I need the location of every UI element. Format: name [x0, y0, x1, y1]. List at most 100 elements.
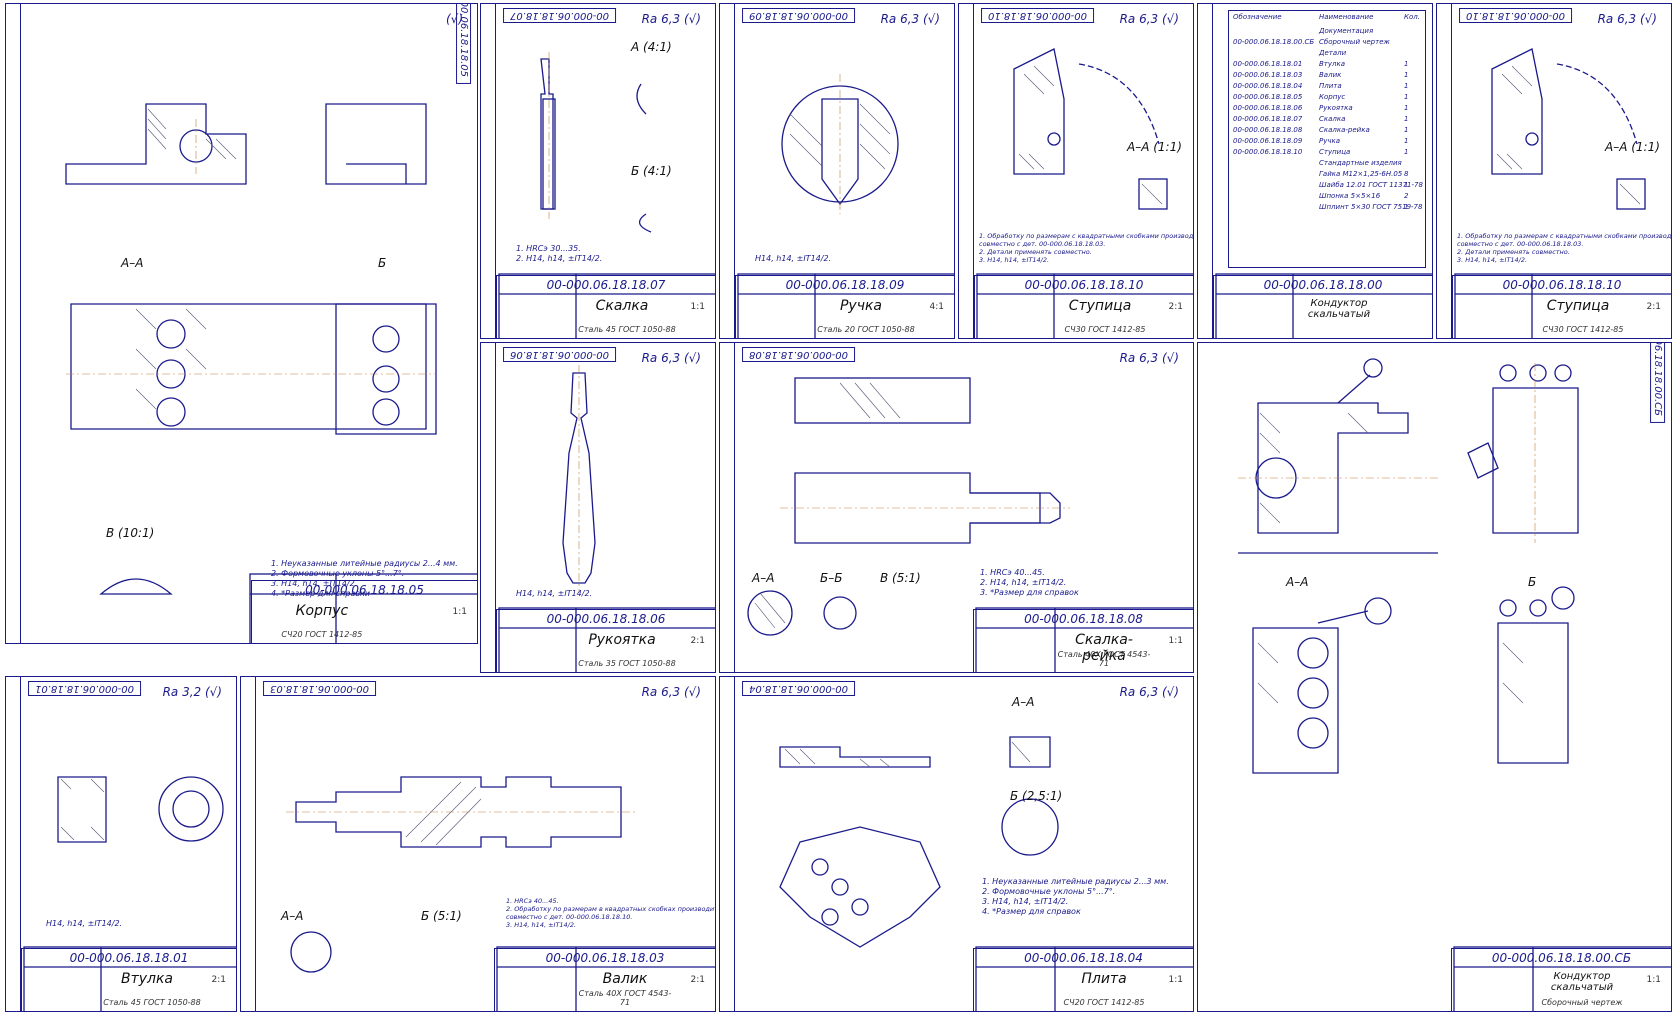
side-strip [720, 343, 735, 672]
bom-cell: Шайба 12.01 ГОСТ 11371-78 [1319, 181, 1423, 189]
tech-notes: 1. Обработку по размерам с квадратными с… [1457, 232, 1672, 264]
roughness-mark: Ra 6,3 (√) [1597, 12, 1657, 26]
bom-row: 00-000.06.18.18.07 Скалка 1 [1229, 115, 1425, 125]
title-block: 00-000.06.18.18.06 Рукоятка Сталь 35 ГОС… [496, 609, 715, 672]
scale: 2:1 [690, 975, 705, 985]
bom-cell: Скалка [1319, 115, 1346, 123]
material: СЧ20 ГОСТ 1412-85 [1063, 998, 1145, 1007]
scale: 2:1 [1168, 302, 1183, 312]
sheet-valik: 00-000.06.18.18.03 Ra 6,3 (√) А–А Б (5:1… [240, 676, 716, 1012]
tech-notes: 1. HRCэ 40...45. 2. Обработку по размера… [506, 897, 715, 929]
sheet-specification: Обозначение Наименование Кол. Документация 0… [1197, 3, 1433, 339]
stupitsa-drawing [976, 48, 1193, 338]
drawing-code: 00-000.06.18.18.05 [305, 583, 424, 597]
bom-cell: Корпус [1319, 93, 1346, 101]
vtulka-drawing [23, 776, 236, 1011]
view-label-b: Б [378, 256, 387, 270]
sheet-korpus: 00-000.06.18.18.05 (√) А–А Б В (10:1) 1.… [5, 3, 478, 644]
tech-notes: 1. HRCэ 30...35. 2. Н14, h14, ±IT14/2. [516, 244, 603, 263]
part-name: Корпус [295, 603, 349, 619]
roughness-mark: Ra 6,3 (√) [880, 12, 940, 26]
drawing-code: 00-000.06.18.18.06 [546, 612, 666, 626]
material: Сталь 40Х ГОСТ 4543-71 [1057, 650, 1151, 668]
bom-cell: Стандартные изделия [1319, 159, 1402, 167]
scale: 1:1 [1168, 636, 1183, 646]
spec-frame [1215, 273, 1432, 338]
sheet-stupitsa-1: 00-000.06.18.18.10 Ra 6,3 (√) А–А (1:1) … [958, 3, 1194, 339]
bom-header-cell: Наименование [1319, 13, 1374, 21]
bom-cell: 2 [1404, 192, 1409, 200]
side-strip [481, 4, 496, 338]
drawing-code: 00-000.06.18.18.00.СБ [1491, 951, 1632, 965]
view-label-b: Б (2,5:1) [1010, 789, 1063, 803]
roughness-mark: Ra 6,3 (√) [641, 12, 701, 26]
bom-header-cell: Обозначение [1233, 13, 1282, 21]
bom-cell: 00-000.06.18.18.03 [1233, 71, 1303, 79]
side-strip [241, 677, 256, 1011]
part-name: Ступица [1068, 298, 1132, 314]
roughness-mark: Ra 6,3 (√) [1119, 351, 1179, 365]
korpus-drawing [65, 103, 477, 643]
sheet-stupitsa-2: 00-000.06.18.18.10 Ra 6,3 (√) А–А (1:1) … [1436, 3, 1672, 339]
title-block: 00-000.06.18.18.04 Плита СЧ20 ГОСТ 1412-… [973, 948, 1193, 1011]
bom-table: Обозначение Наименование Кол. Документация 0… [1228, 10, 1426, 268]
scale: 2:1 [1646, 302, 1661, 312]
side-strip [1198, 4, 1213, 338]
view-label-v: В (10:1) [106, 526, 155, 540]
title-block: 00-000.06.18.18.00.СБ Кондуктор скальчат… [1451, 948, 1671, 1011]
bom-cell: Валик [1319, 71, 1342, 79]
bom-cell: 1 [1404, 82, 1409, 90]
drawing-code: 00-000.06.18.18.00 [1263, 278, 1383, 292]
bom-row: Детали [1229, 49, 1425, 59]
bom-cell: Сборочный чертеж [1319, 38, 1390, 46]
bom-cell: Ступица [1319, 148, 1351, 156]
stupitsa-drawing [1454, 48, 1671, 338]
bom-cell: 1 [1404, 181, 1409, 189]
sheet-ruchka: 00-000.06.18.18.09 Ra 6,3 (√) Н14, h14, … [719, 3, 955, 339]
scale: 1:1 [1168, 975, 1183, 985]
scale: 1:1 [1646, 975, 1661, 985]
bom-cell: 1 [1404, 137, 1409, 145]
roughness-mark: (√) [445, 12, 463, 26]
scale: 2:1 [211, 975, 226, 985]
assembly-drawing [1238, 358, 1671, 1011]
bom-cell: 1 [1404, 115, 1409, 123]
scale: 4:1 [929, 302, 944, 312]
drawing-code: 00-000.06.18.18.01 [69, 951, 189, 965]
bom-cell: 1 [1404, 126, 1409, 134]
view-label-a: А (4:1) [631, 40, 672, 54]
title-block: 00-000.06.18.18.05 Корпус СЧ20 ГОСТ 1412… [251, 580, 477, 643]
view-label-aa: А–А [1012, 695, 1035, 709]
bom-cell: 00-000.06.18.18.07 [1233, 115, 1303, 123]
bom-cell: Документация [1319, 27, 1374, 35]
bom-cell: Шплинт 5×30 ГОСТ 7519-78 [1319, 203, 1423, 211]
roughness-mark: Ra 6,3 (√) [1119, 12, 1179, 26]
bom-header: Обозначение Наименование Кол. [1229, 13, 1425, 23]
view-label-aa: А–А (1:1) [1127, 140, 1182, 154]
plita-drawing [779, 736, 1193, 1011]
side-strip [6, 677, 21, 1011]
material: Сталь 35 ГОСТ 1050-88 [578, 659, 676, 668]
bom-cell: 1 [1404, 93, 1409, 101]
bom-cell: 00-000.06.18.18.01 [1233, 60, 1303, 68]
drawing-code: 00-000.06.18.18.10 [1502, 278, 1622, 292]
part-name: Ступица [1546, 298, 1610, 314]
material: Сталь 45 ГОСТ 1050-88 [578, 325, 676, 334]
drawing-code: 00-000.06.18.18.09 [785, 278, 905, 292]
bom-cell: Рукоятка [1319, 104, 1353, 112]
view-label-b: Б [1528, 575, 1537, 589]
tech-notes: Н14, h14, ±IT14/2. [755, 254, 832, 263]
bom-cell: Гайка М12×1,25-6Н.05 [1319, 170, 1403, 178]
bom-cell: 1 [1404, 104, 1409, 112]
bom-header-cell: Кол. [1404, 13, 1420, 21]
bom-cell: Скалка-рейка [1319, 126, 1370, 134]
tech-notes: 1. Неуказанные литейные радиусы 2...4 мм… [271, 559, 458, 598]
roughness-mark: Ra 6,3 (√) [1119, 685, 1179, 699]
